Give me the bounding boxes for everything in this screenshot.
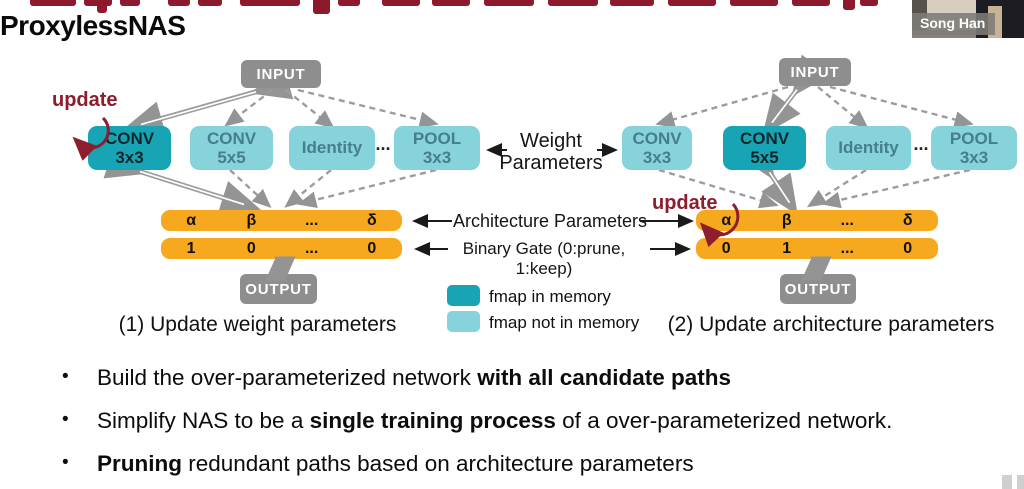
left-architecture-params-bar: α β ... δ [161, 210, 402, 231]
bullet-marker: • [62, 366, 69, 387]
cropped-title-fragment [198, 0, 222, 6]
cropped-title-fragment [792, 0, 830, 6]
bullet-text: Build the over-parameterized network wit… [97, 365, 731, 390]
weight-parameters-label: Weight Parameters [499, 130, 603, 174]
cropped-title-fragment [338, 0, 360, 6]
cropped-title-fragment [382, 0, 420, 6]
left-candidate-conv3x3: CONV 3x3 [88, 126, 171, 170]
left-candidate-identity: Identity [289, 126, 375, 170]
cropped-title-fragment [97, 0, 107, 13]
bullet-item-2: • Simplify NAS to be a single training p… [62, 407, 1012, 434]
legend-label-fmap-not-in-memory: fmap not in memory [489, 313, 640, 332]
cropped-title-fragment [668, 0, 716, 6]
bullet-text: Pruning redundant paths based on archite… [97, 451, 694, 476]
bullet-marker: • [62, 409, 69, 430]
cropped-title-fragment [313, 0, 330, 14]
right-caption: (2) Update architecture parameters [667, 313, 995, 336]
cropped-title-fragment [168, 0, 190, 6]
cropped-title-fragment [548, 0, 598, 6]
left-caption: (1) Update weight parameters [118, 313, 397, 336]
legend-swatch-fmap-not-in-memory [447, 311, 480, 332]
cropped-title-fragment [484, 0, 534, 6]
cropped-title-fragment [120, 0, 140, 6]
cropped-title-fragment [730, 0, 778, 6]
page-title: ProxylessNAS [0, 10, 186, 41]
right-candidate-pool3x3: POOL 3x3 [931, 126, 1017, 170]
architecture-parameters-label: Architecture Parameters [452, 211, 648, 231]
right-input-node: INPUT [779, 58, 851, 86]
right-output-node: OUTPUT [780, 274, 856, 304]
legend-swatch-fmap-in-memory [447, 285, 480, 306]
left-candidate-conv5x5: CONV 5x5 [190, 126, 273, 170]
right-binary-gate-bar: 0 1 ... 0 [696, 238, 938, 259]
right-update-label: update [652, 192, 718, 214]
binary-gate-label: Binary Gate (0:prune, 1:keep) [462, 239, 626, 278]
speaker-name-badge: Song Han [912, 13, 996, 35]
bullet-list: • Build the over-parameterized network w… [62, 364, 1012, 489]
pause-icon[interactable] [1002, 475, 1012, 489]
bullet-text: Simplify NAS to be a single training pro… [97, 408, 893, 433]
left-candidate-pool3x3: POOL 3x3 [394, 126, 480, 170]
left-update-label: update [52, 89, 118, 111]
right-architecture-params-bar: α β ... δ [696, 210, 938, 231]
legend-label-fmap-in-memory: fmap in memory [489, 287, 611, 306]
left-output-node: OUTPUT [240, 274, 317, 304]
left-candidates-ellipsis: ... [375, 134, 391, 154]
bullet-item-1: • Build the over-parameterized network w… [62, 364, 1012, 391]
bullet-marker: • [62, 452, 69, 473]
cropped-title-fragment [30, 0, 76, 6]
right-candidate-conv3x3: CONV 3x3 [622, 126, 692, 170]
left-input-node: INPUT [241, 60, 321, 88]
right-candidates-ellipsis: ... [913, 134, 929, 154]
cropped-title-fragment [240, 0, 300, 6]
right-candidate-identity: Identity [826, 126, 911, 170]
cropped-title-fragment [860, 0, 878, 6]
left-binary-gate-bar: 1 0 ... 0 [161, 238, 402, 259]
cropped-title-fragment [432, 0, 470, 6]
right-candidate-conv5x5: CONV 5x5 [723, 126, 806, 170]
cropped-title-fragment [610, 0, 654, 6]
cropped-title-fragment [843, 0, 855, 10]
bullet-item-3: • Pruning redundant paths based on archi… [62, 450, 1012, 477]
speaker-video-overlay: Song Han [912, 0, 1024, 38]
pause-icon[interactable] [1017, 475, 1024, 489]
